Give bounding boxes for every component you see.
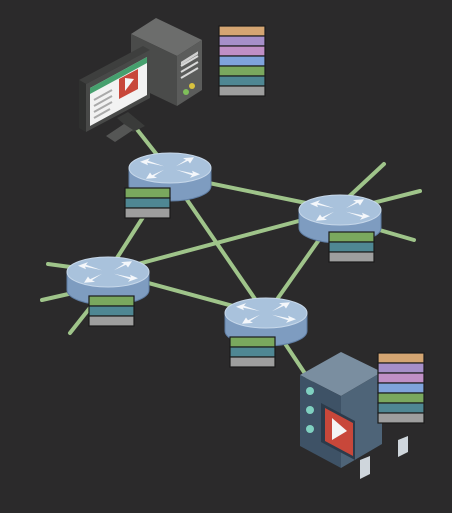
packet: [88, 295, 135, 307]
packet: [377, 362, 425, 374]
packet: [218, 25, 266, 37]
packet: [377, 372, 425, 384]
packet: [377, 412, 425, 424]
packet-stack-server-queue: [377, 352, 425, 424]
packet: [218, 85, 266, 97]
packet: [377, 382, 425, 394]
packet: [377, 392, 425, 404]
play-icon: [125, 78, 134, 91]
packet: [124, 207, 171, 219]
media-server: [300, 352, 408, 479]
packet: [218, 35, 266, 47]
packet: [229, 346, 276, 358]
packet: [229, 336, 276, 348]
packet: [218, 55, 266, 67]
packet: [229, 356, 276, 368]
packet-stack-router-1-queue: [124, 187, 171, 219]
packet: [218, 75, 266, 87]
desktop-monitor: [79, 46, 150, 132]
packet-stack-router-3-queue: [88, 295, 135, 327]
play-icon: [332, 418, 347, 440]
packet: [377, 352, 425, 364]
packet: [328, 251, 375, 263]
packet-stack-client-queue: [218, 25, 266, 97]
packet: [88, 315, 135, 327]
packet-stack-router-4-queue: [229, 336, 276, 368]
packet: [124, 187, 171, 199]
packet: [328, 241, 375, 253]
packet-stack-router-2-queue: [328, 231, 375, 263]
packet: [88, 305, 135, 317]
packet: [218, 65, 266, 77]
packet: [218, 45, 266, 57]
packet: [328, 231, 375, 243]
client-computer: [79, 18, 202, 142]
packet: [377, 402, 425, 414]
packet: [124, 197, 171, 209]
